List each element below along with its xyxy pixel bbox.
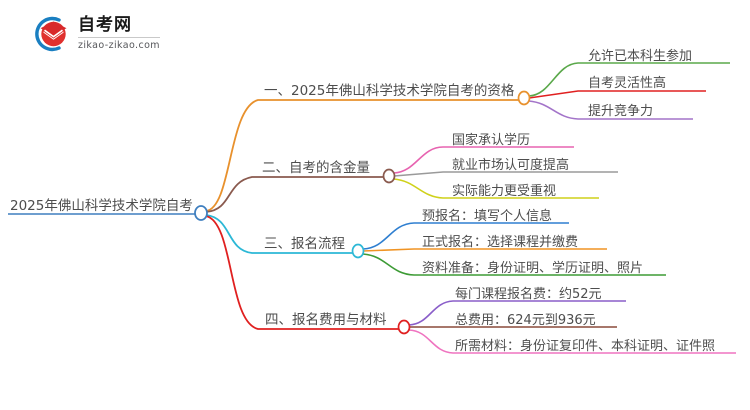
branch-3-node-circle <box>351 243 365 259</box>
logo-title: 自考网 <box>78 17 160 39</box>
graduation-cap-icon <box>28 12 74 56</box>
branch-1-leaf-1-label[interactable]: 允许已本科生参加 <box>588 49 693 64</box>
branch-2-leaf-3-label[interactable]: 实际能力更受重视 <box>452 184 557 199</box>
branch-3-leaf-2-label[interactable]: 正式报名：选择课程并缴费 <box>422 235 579 250</box>
branch-2-leaf-1-label[interactable]: 国家承认学历 <box>452 133 531 148</box>
logo-text: 自考网 zikao-zikao.com <box>78 17 160 51</box>
logo-domain: zikao-zikao.com <box>78 40 160 52</box>
branch-2-label[interactable]: 二、自考的含金量 <box>262 160 370 176</box>
branch-3-leaf-3-label[interactable]: 资料准备：身份证明、学历证明、照片 <box>422 261 644 276</box>
branch-4-label[interactable]: 四、报名费用与材料 <box>265 312 387 328</box>
branch-1-leaf-3-label[interactable]: 提升竞争力 <box>588 104 654 119</box>
branch-4-node-circle <box>397 319 411 335</box>
branch-1-leaf-2-label[interactable]: 自考灵活性高 <box>588 76 667 91</box>
root-node-label[interactable]: 2025年佛山科学技术学院自考 <box>10 198 193 214</box>
branch-1-node-circle <box>517 90 531 106</box>
root-node-circle <box>194 205 208 221</box>
branch-4-leaf-1-label[interactable]: 每门课程报名费：约52元 <box>455 287 602 302</box>
branch-2-leaf-2-label[interactable]: 就业市场认可度提高 <box>452 158 570 173</box>
branch-1-label[interactable]: 一、2025年佛山科学技术学院自考的资格 <box>264 83 515 99</box>
wire-root-branch-2 <box>205 176 384 213</box>
branch-2-node-circle <box>382 168 396 184</box>
site-logo: 自考网 zikao-zikao.com <box>28 11 168 57</box>
wire-b1-leaf-2 <box>528 90 706 99</box>
branch-3-label[interactable]: 三、报名流程 <box>264 236 345 252</box>
branch-4-leaf-2-label[interactable]: 总费用：624元到936元 <box>455 313 596 328</box>
branch-4-leaf-3-label[interactable]: 所需材料：身份证复印件、本科证明、证件照 <box>455 339 716 354</box>
branch-3-leaf-1-label[interactable]: 预报名：填写个人信息 <box>422 209 553 224</box>
